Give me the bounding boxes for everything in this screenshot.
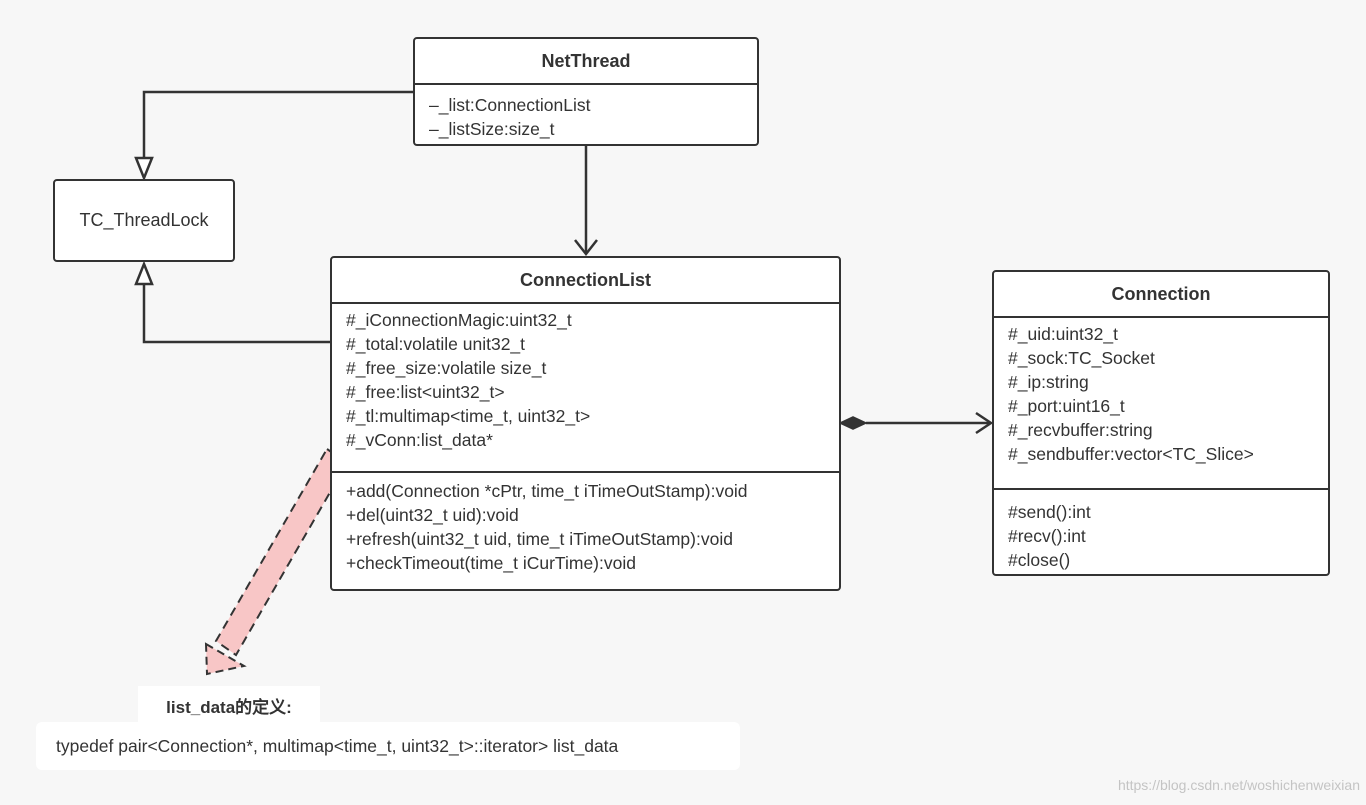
attribute-row: #_uid:uint32_t [1008, 324, 1118, 344]
connectionlist-methods: +add(Connection *cPtr, time_t iTimeOutSt… [332, 473, 839, 575]
attribute-row: #_port:uint16_t [1008, 396, 1125, 416]
connection-class[interactable]: Connection #_uid:uint32_t #_sock:TC_Sock… [992, 270, 1330, 576]
method-row: +del(uint32_t uid):void [346, 505, 519, 525]
attribute-row: #_vConn:list_data* [346, 430, 493, 450]
connection-methods: #send():int #recv():int #close() [994, 490, 1328, 572]
connectionlist-inherits-threadlock-edge [134, 260, 332, 344]
threadlock-class[interactable]: TC_ThreadLock [53, 179, 235, 262]
attribute-row: #_ip:string [1008, 372, 1089, 392]
connectionlist-composes-connection-edge [838, 411, 994, 435]
netthread-class[interactable]: NetThread –_list:ConnectionList –_listSi… [413, 37, 759, 146]
method-row: +add(Connection *cPtr, time_t iTimeOutSt… [346, 481, 748, 501]
attribute-row: #_recvbuffer:string [1008, 420, 1153, 440]
connection-attributes: #_uid:uint32_t #_sock:TC_Socket #_ip:str… [994, 318, 1328, 490]
method-row: #recv():int [1008, 526, 1086, 546]
note-callout-arrow [204, 447, 349, 676]
attribute-row: #_sendbuffer:vector<TC_Slice> [1008, 444, 1254, 464]
note-text: typedef pair<Connection*, multimap<time_… [56, 735, 619, 756]
attribute-row: #_sock:TC_Socket [1008, 348, 1155, 368]
attribute-row: –_list:ConnectionList [429, 95, 591, 115]
note-body: typedef pair<Connection*, multimap<time_… [36, 722, 740, 770]
connectionlist-class[interactable]: ConnectionList #_iConnectionMagic:uint32… [330, 256, 841, 591]
netthread-attributes: –_list:ConnectionList –_listSize:size_t [415, 85, 757, 141]
threadlock-class-name: TC_ThreadLock [79, 210, 209, 230]
method-row: #close() [1008, 550, 1071, 570]
attribute-row: #_tl:multimap<time_t, uint32_t> [346, 406, 591, 426]
connection-class-name: Connection [994, 272, 1328, 318]
attribute-row: #_total:volatile unit32_t [346, 334, 526, 354]
attribute-row: #_free:list<uint32_t> [346, 382, 505, 402]
method-row: +refresh(uint32_t uid, time_t iTimeOutSt… [346, 529, 733, 549]
netthread-inherits-threadlock-edge [134, 90, 414, 182]
attribute-row: –_listSize:size_t [429, 119, 555, 139]
note-title: list_data的定义: [138, 686, 320, 724]
method-row: #send():int [1008, 502, 1091, 522]
netthread-to-connectionlist-edge [574, 146, 598, 257]
method-row: +checkTimeout(time_t iCurTime):void [346, 553, 636, 573]
attribute-row: #_iConnectionMagic:uint32_t [346, 310, 572, 330]
attribute-row: #_free_size:volatile size_t [346, 358, 547, 378]
connectionlist-attributes: #_iConnectionMagic:uint32_t #_total:vola… [332, 304, 839, 473]
netthread-class-name: NetThread [415, 39, 757, 85]
watermark: https://blog.csdn.net/woshichenweixian [1117, 777, 1360, 793]
connectionlist-class-name: ConnectionList [332, 258, 839, 304]
